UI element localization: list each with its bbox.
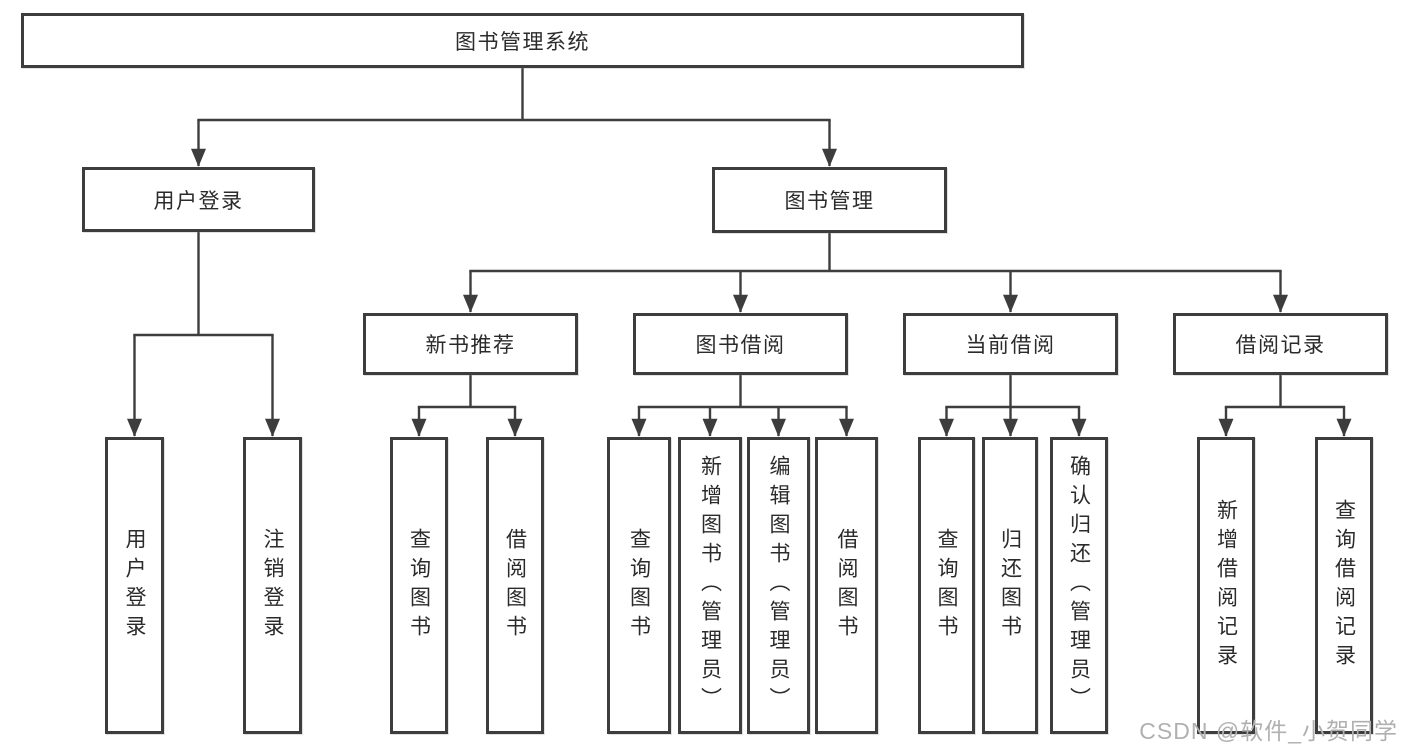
node-label: 查询图书: [407, 527, 431, 644]
node-label: 图书管理系统: [455, 30, 590, 54]
node-book-borrowing: 图书借阅: [633, 313, 848, 375]
leaf-current-query-book: 查询图书: [918, 437, 975, 734]
node-label: 借阅记录: [1235, 334, 1326, 357]
node-label: 确认归还（管理员）: [1067, 455, 1091, 716]
node-label: 借阅图书: [503, 527, 527, 644]
node-label: 用户登录: [153, 189, 244, 213]
node-label: 图书管理: [784, 190, 875, 213]
node-label: 新增借阅记录: [1214, 498, 1238, 673]
node-label: 借阅图书: [835, 527, 858, 644]
node-label: 图书借阅: [695, 334, 786, 357]
tree-branch-lines: [133, 66, 1346, 409]
node-book-management: 图书管理: [712, 167, 947, 233]
node-borrowing-records: 借阅记录: [1173, 313, 1388, 375]
leaf-borrowing-add-book-admin: 新增图书（管理员）: [678, 437, 742, 734]
leaf-borrowing-borrow-book: 借阅图书: [815, 437, 878, 734]
leaf-recommend-borrow-book: 借阅图书: [486, 437, 544, 734]
node-label: 新书推荐: [425, 334, 516, 357]
node-current-borrowing: 当前借阅: [903, 313, 1118, 375]
leaf-borrowing-edit-book-admin: 编辑图书（管理员）: [747, 437, 810, 734]
node-new-book-recommend: 新书推荐: [363, 313, 578, 375]
node-label: 注销登录: [261, 527, 284, 644]
node-label: 归还图书: [998, 527, 1022, 644]
node-label: 用户登录: [123, 527, 146, 644]
node-label: 当前借阅: [965, 334, 1056, 357]
leaf-records-query-record: 查询借阅记录: [1315, 437, 1373, 734]
leaf-borrowing-query-book: 查询图书: [607, 437, 671, 734]
leaf-current-confirm-return-admin: 确认归还（管理员）: [1050, 437, 1108, 734]
node-root-library-system: 图书管理系统: [21, 13, 1024, 68]
leaf-user-login: 用户登录: [105, 437, 164, 734]
leaf-logout: 注销登录: [243, 437, 302, 734]
watermark-text: CSDN @软件_小贺同学: [1139, 718, 1398, 744]
leaf-records-add-record: 新增借阅记录: [1197, 437, 1255, 734]
node-user-login: 用户登录: [82, 167, 315, 232]
node-label: 查询图书: [935, 527, 958, 644]
leaf-recommend-query-book: 查询图书: [390, 437, 448, 734]
node-label: 查询借阅记录: [1332, 498, 1356, 673]
leaf-current-return-book: 归还图书: [982, 437, 1038, 734]
node-label: 查询图书: [627, 527, 651, 644]
node-label: 新增图书（管理员）: [698, 455, 722, 716]
node-label: 编辑图书（管理员）: [767, 455, 790, 716]
